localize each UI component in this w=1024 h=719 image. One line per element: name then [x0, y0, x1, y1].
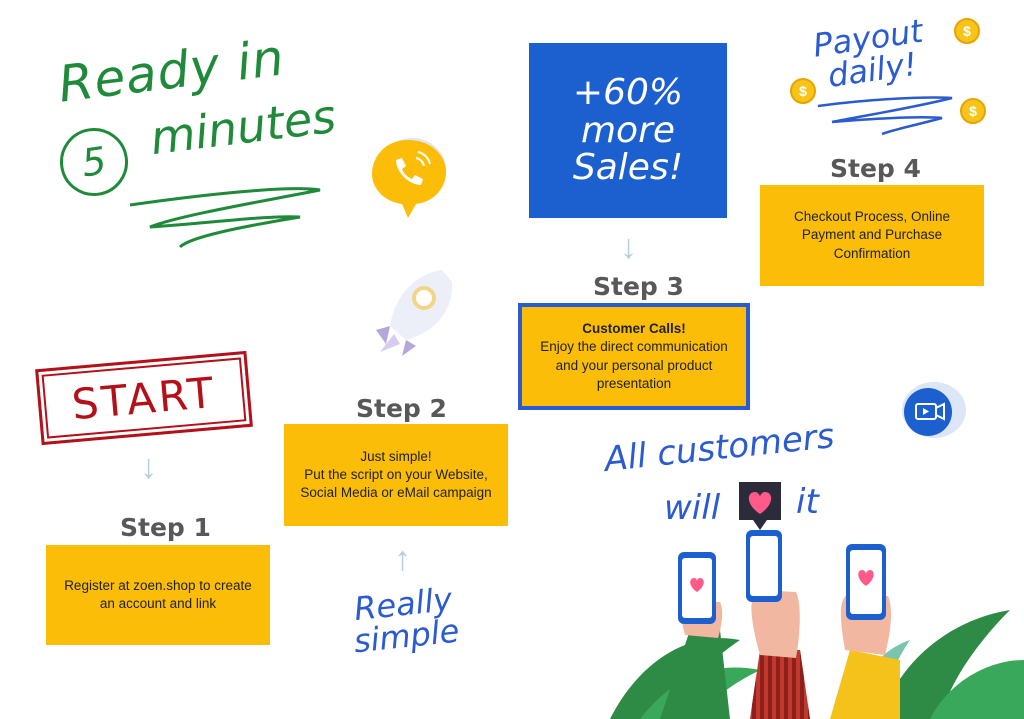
- step-4-text: Checkout Process, Online Payment and Pur…: [793, 209, 951, 261]
- rocket-icon: [376, 270, 453, 356]
- coin-icon: $: [954, 18, 980, 44]
- arrow-down-icon: ↓: [620, 228, 637, 266]
- sales-line-1: +60%: [572, 71, 684, 113]
- step-2-title: Just simple!: [360, 448, 432, 464]
- step-3-text: Enjoy the direct communication and your …: [540, 339, 728, 391]
- coin-icon: $: [790, 78, 816, 104]
- will-text: will: [664, 488, 721, 528]
- step-2-label: Step 2: [356, 394, 447, 423]
- sales-highlight: +60% more Sales!: [529, 43, 727, 218]
- all-customers-text: All customers: [602, 416, 837, 480]
- headline-minutes: minutes: [147, 88, 339, 166]
- step-4-box: Checkout Process, Online Payment and Pur…: [760, 185, 984, 286]
- step-2-text: Put the script on your Website, Social M…: [300, 466, 492, 501]
- step-1-box: Register at zoen.shop to create an accou…: [46, 545, 270, 645]
- really-simple: Really simple: [349, 580, 461, 661]
- green-scribble-icon: [129, 187, 321, 249]
- payout-daily: Payout daily!: [811, 12, 929, 95]
- step-3-box: Customer Calls! Enjoy the direct communi…: [518, 303, 750, 410]
- heart-icon: [739, 482, 781, 530]
- start-stamp: START: [35, 350, 253, 446]
- really-line-2: simple: [351, 611, 461, 661]
- step-4-label: Step 4: [830, 154, 921, 183]
- sales-line-2: more: [580, 109, 676, 151]
- blue-scribble-icon: [817, 96, 953, 136]
- phone-icon: [372, 138, 446, 218]
- step-1-text: Register at zoen.shop to create an accou…: [64, 577, 252, 611]
- it-text: it: [796, 482, 819, 522]
- arrow-down-icon: ↓: [140, 448, 157, 486]
- sales-line-3: Sales!: [572, 147, 684, 189]
- step-3-title: Customer Calls!: [582, 321, 686, 337]
- arrow-up-icon: ↑: [394, 540, 411, 578]
- hands-phones-illustration: [610, 530, 1024, 719]
- step-2-box: Just simple! Put the script on your Webs…: [284, 424, 508, 526]
- video-camera-icon: [902, 382, 966, 438]
- step-1-label: Step 1: [120, 513, 211, 542]
- coin-icon: $: [960, 98, 986, 124]
- step-3-label: Step 3: [593, 272, 684, 301]
